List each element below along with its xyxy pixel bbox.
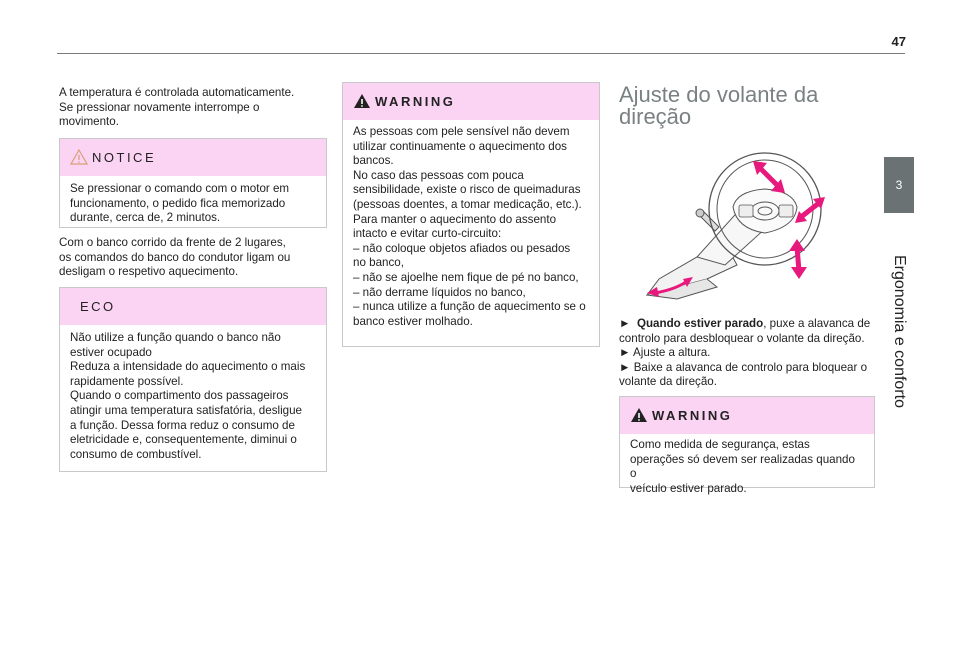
warning-line: sensibilidade, existe o risco de queimad… [353,183,581,197]
warning-line: intacto e evitar curto-circuito: [353,227,502,241]
top-rule [57,53,905,54]
notice-body: Se pressionar o comando com o motor em f… [60,176,326,234]
eco-line: Reduza a intensidade do aquecimento o ma… [70,360,306,374]
notice-line: durante, cerca de, 2 minutos. [70,211,221,225]
seat-line: os comandos do banco do condutor ligam o… [59,250,291,264]
seat-warning-title: WARNING [375,94,456,109]
eco-line: estiver ocupado [70,345,152,359]
seat-warning-box: WARNING As pessoas com pele sensível não… [342,82,600,347]
chapter-title: Ergonomia e conforto [879,255,919,408]
warning-line: utilizar continuamente o aquecimento dos [353,139,567,153]
intro-paragraph: A temperatura é controlada automaticamen… [59,86,329,130]
intro-line: A temperatura é controlada automaticamen… [59,86,295,99]
seat-line: Com o banco corrido da frente de 2 lugar… [59,236,286,249]
notice-line: Se pressionar o comando com o motor em [70,182,290,195]
seat-warning-body: As pessoas com pele sensível não devem u… [343,120,599,337]
step-rest: , puxe a alavanca de [763,317,871,330]
step-line: ► Quando estiver parado, puxe a alavanca… [619,317,881,332]
step-marker: ► [619,317,631,330]
heading-line: Ajuste do volante da [619,82,819,107]
step-line: controlo para desbloquear o volante da d… [619,331,865,345]
warning-line: – não se ajoelhe nem fique de pé no banc… [353,270,579,284]
seat-paragraph: Com o banco corrido da frente de 2 lugar… [59,236,329,280]
step-line: ► Ajuste a altura. [619,346,711,360]
warning-triangle-filled-icon [631,408,647,422]
section-heading: Ajuste do volante da direção [619,84,818,128]
warning-line: As pessoas com pele sensível não devem [353,125,570,138]
step-line: ► Baixe a alavanca de controlo para bloq… [619,360,868,374]
warning-line: Para manter o aquecimento do assento [353,212,557,226]
steering-warning-header: WARNING [620,397,874,434]
eco-line: Quando o compartimento dos passageiros [70,389,289,403]
intro-line: movimento. [59,115,119,129]
warning-line: banco estiver molhado. [353,314,473,328]
eco-line: Não utilize a função quando o banco não [70,331,281,344]
steering-warning-title: WARNING [652,408,733,423]
seat-line: desligam o respetivo aquecimento. [59,265,239,279]
eco-box: ECO Não utilize a função quando o banco … [59,287,327,472]
steering-warning-line: veículo estiver parado. [630,481,747,495]
warning-line: – não derrame líquidos no banco, [353,285,526,299]
eco-header: ECO [60,288,326,325]
intro-line: Se pressionar novamente interrompe o [59,100,260,114]
chapter-tab[interactable]: 3 [884,157,914,213]
eco-line: eletricidade e, consequentemente, diminu… [70,433,297,447]
seat-warning-header: WARNING [343,83,599,120]
steering-wheel-adjustment-illustration [645,152,825,300]
steering-warning-line: operações só devem ser realizadas quando… [630,452,855,481]
steering-warning-box: WARNING Como medida de segurança, estas … [619,396,875,495]
eco-title: ECO [80,299,116,314]
eco-line: rapidamente possível. [70,374,184,388]
warning-line: No caso das pessoas com pouca [353,168,524,182]
warning-line: no banco, [353,256,404,270]
eco-body: Não utilize a função quando o banco não … [60,325,326,470]
notice-line: funcionamento, o pedido fica memorizado [70,196,286,210]
warning-triangle-filled-icon [354,94,370,108]
eco-line: consumo de combustível. [70,447,202,461]
step-line: volante da direção. [619,375,717,389]
steering-warning-line: Como medida de segurança, estas [630,438,810,451]
steering-warning-body: Como medida de segurança, estas operaçõe… [620,434,874,504]
warning-line: – não coloque objetos afiados ou pesados [353,241,571,255]
step-bold: Quando estiver parado [636,317,764,330]
steps-paragraph: ► Quando estiver parado, puxe a alavanca… [619,317,881,390]
notice-header: NOTICE [60,139,326,176]
warning-line: – nunca utilize a função de aquecimento … [353,300,586,314]
caution-triangle-outline-icon [70,149,88,165]
notice-box: NOTICE Se pressionar o comando com o mot… [59,138,327,228]
heading-line: direção [619,104,692,129]
page-number: 47 [891,34,906,49]
eco-line: a função. Dessa forma reduz o consumo de [70,418,295,432]
warning-line: (pessoas doentes, a tomar medicação, etc… [353,197,582,211]
notice-title: NOTICE [92,150,157,165]
warning-line: bancos. [353,154,394,168]
chapter-title-text: Ergonomia e conforto [891,255,908,408]
eco-line: atingir uma temperatura satisfatória, de… [70,403,302,417]
